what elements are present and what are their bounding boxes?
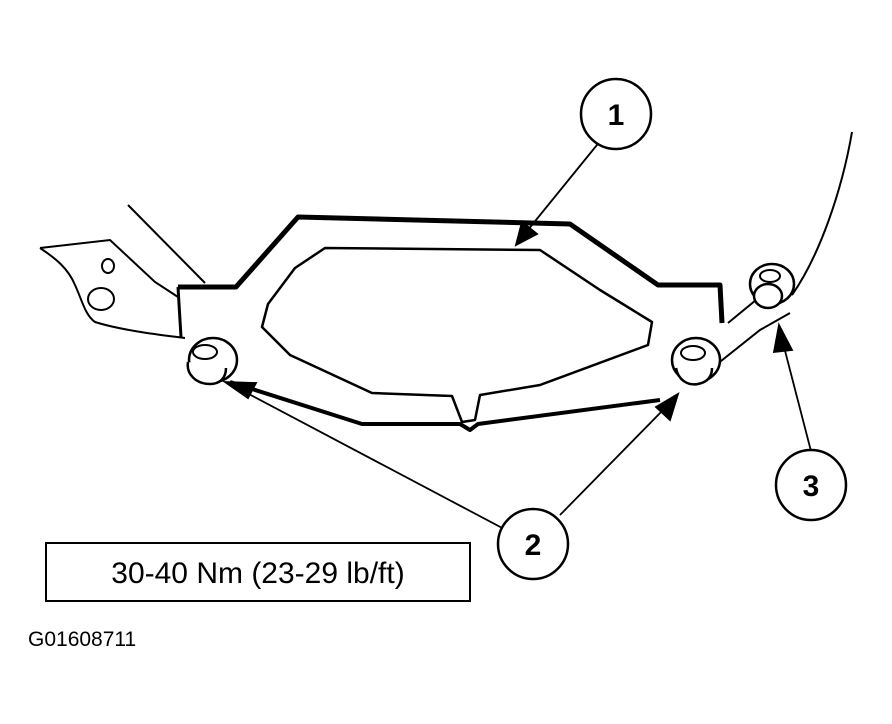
callout-1-label: 1 [608,99,625,132]
figure-id: G01608711 [28,628,136,651]
callout-1: 1 [579,77,653,151]
arrowhead-1 [514,220,539,247]
arrowhead-2-right [654,392,680,422]
torque-spec-box: 30-40 Nm (23-29 lb/ft) [45,542,471,602]
callout-3: 3 [774,448,848,522]
callout-2-label: 2 [525,529,542,562]
third-bolt [748,262,796,310]
torque-spec-label: 30-40 Nm (23-29 lb/ft) [111,557,404,590]
gasket-flange [176,214,725,432]
arrowhead-2-left [221,381,258,400]
leader-lines [221,139,813,531]
callout-3-label: 3 [803,470,820,503]
arrowhead-3 [772,322,794,354]
callout-2: 2 [496,507,570,581]
right-bracket [715,131,853,366]
left-bolt [186,336,239,386]
left-bracket [39,204,206,339]
right-bolt [670,336,722,386]
